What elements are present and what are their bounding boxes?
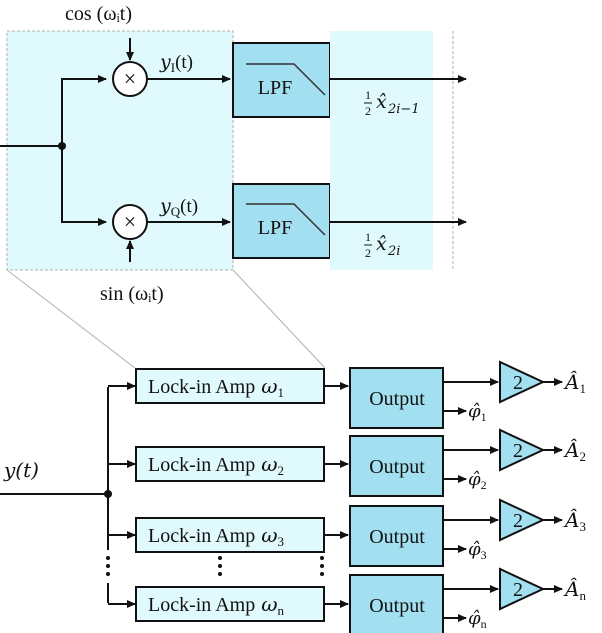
svg-text:2i−1: 2i−1 bbox=[387, 102, 420, 117]
phase-label: φ̂3 bbox=[468, 539, 487, 562]
lockin-ellipsis-dots bbox=[218, 556, 222, 576]
gain-triangle: 2 bbox=[499, 567, 546, 611]
phase-label: φ̂n bbox=[468, 608, 487, 631]
sin-ref-label: sin (ωᵢt) bbox=[100, 283, 164, 305]
output-ellipsis-dots bbox=[320, 556, 324, 576]
svg-text:1: 1 bbox=[365, 88, 371, 102]
amplitude-label: Ân bbox=[563, 577, 586, 603]
svg-text:2: 2 bbox=[365, 246, 371, 260]
output-block: Output bbox=[349, 435, 444, 497]
lpf-label: LPF bbox=[258, 217, 292, 239]
out-label-top: 1 2 x̂ 2i−1 bbox=[364, 88, 420, 118]
zoom-panel-right bbox=[330, 31, 433, 270]
gain-triangle: 2 bbox=[499, 428, 546, 472]
lowpass-icon bbox=[246, 63, 326, 96]
bus-ellipsis-dots bbox=[106, 556, 110, 576]
svg-text:x̂: x̂ bbox=[376, 233, 387, 255]
amplitude-label: Â3 bbox=[563, 508, 586, 534]
svg-text:2: 2 bbox=[365, 104, 371, 118]
svg-text:2i: 2i bbox=[387, 244, 400, 259]
output-block: Output bbox=[349, 505, 444, 567]
lpf-block-bottom: LPF bbox=[232, 183, 331, 259]
gain-triangle: 2 bbox=[499, 498, 546, 542]
yi-label: yI(t) bbox=[159, 51, 193, 75]
output-block: Output bbox=[349, 367, 444, 429]
lowpass-icon bbox=[246, 203, 326, 236]
multiplier-symbol: × bbox=[124, 66, 136, 91]
gain-triangle: 2 bbox=[499, 360, 546, 404]
amplitude-label: Â2 bbox=[563, 438, 586, 464]
lpf-block-top: LPF bbox=[232, 42, 331, 118]
phase-label: φ̂2 bbox=[468, 469, 487, 492]
multiplier-top: × bbox=[112, 61, 148, 97]
detail-branch-bottom bbox=[61, 146, 107, 226]
input-label: y(t) bbox=[3, 458, 39, 482]
svg-text:1: 1 bbox=[365, 230, 371, 244]
zoom-connector-left bbox=[6, 269, 136, 369]
output-label: Output bbox=[369, 456, 425, 478]
lpf-label: LPF bbox=[258, 77, 292, 99]
zoom-connector-right bbox=[232, 269, 326, 369]
output-block: Output bbox=[349, 574, 444, 633]
gain-label: 2 bbox=[513, 510, 523, 532]
out-label-bottom: 1 2 x̂ 2i bbox=[364, 230, 400, 260]
output-label: Output bbox=[369, 526, 425, 548]
gain-label: 2 bbox=[513, 372, 523, 394]
yq-label: yQ(t) bbox=[159, 195, 198, 219]
cos-ref-label: cos (ωᵢt) bbox=[65, 3, 132, 25]
multiplier-bottom: × bbox=[112, 204, 148, 240]
output-label: Output bbox=[369, 595, 425, 617]
gain-label: 2 bbox=[513, 579, 523, 601]
multiplier-symbol: × bbox=[124, 209, 136, 234]
gain-label: 2 bbox=[513, 440, 523, 462]
output-label: Output bbox=[369, 388, 425, 410]
phase-label: φ̂1 bbox=[468, 401, 487, 424]
svg-text:x̂: x̂ bbox=[376, 91, 387, 113]
detail-branch-top bbox=[61, 75, 107, 146]
amplitude-label: Â1 bbox=[563, 370, 586, 396]
